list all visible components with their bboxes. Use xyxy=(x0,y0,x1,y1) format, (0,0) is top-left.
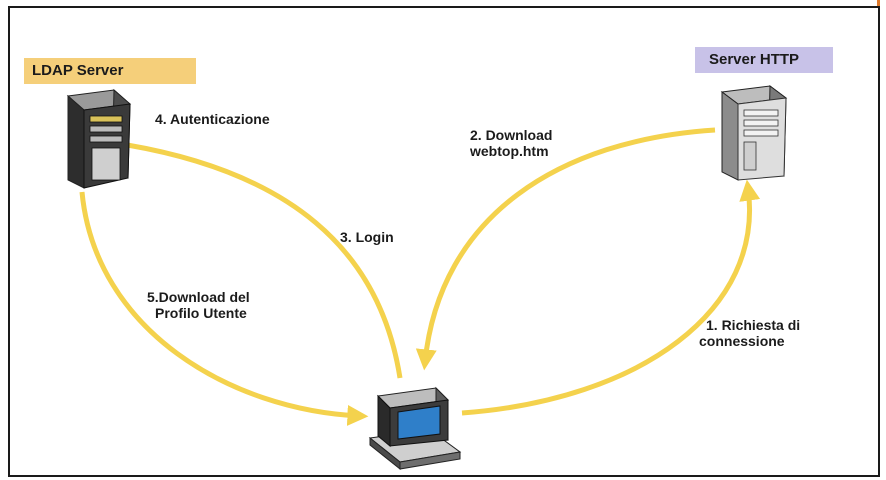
arrow-step-1 xyxy=(461,179,761,416)
server-tower-icon xyxy=(720,85,788,181)
step-2-label-line1: 2. Download xyxy=(470,127,553,143)
desktop-computer-icon xyxy=(368,386,462,471)
step-5-label-line2: Profilo Utente xyxy=(155,305,247,321)
step-1-label-line1: 1. Richiesta di xyxy=(706,317,801,333)
step-5-label-line1: 5.Download del xyxy=(147,289,250,305)
step-1-label-line2: connessione xyxy=(699,333,785,349)
step-2-label-line2: webtop.htm xyxy=(470,143,549,159)
http-server-label: Server HTTP xyxy=(695,47,833,73)
step-3-label: 3. Login xyxy=(340,229,394,245)
step-4-label: 4. Autenticazione xyxy=(155,111,270,127)
arrow-step-2 xyxy=(415,127,716,371)
arrow-step-3 xyxy=(106,134,403,379)
ldap-server-label: LDAP Server xyxy=(24,58,196,84)
arrow-step-5 xyxy=(79,191,369,426)
server-tower-icon xyxy=(66,88,132,189)
